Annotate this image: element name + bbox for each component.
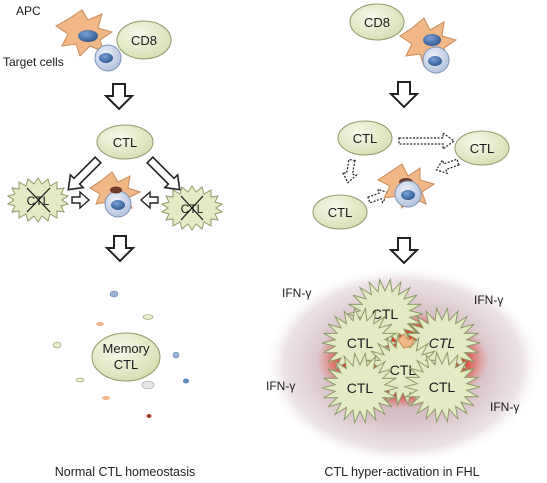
activated-ctl-cell bbox=[403, 350, 481, 424]
ctl-label: CTL bbox=[328, 205, 353, 220]
caption-right: CTL hyper-activation in FHL bbox=[324, 465, 479, 479]
ctl-cell-center: CTL bbox=[96, 124, 154, 160]
down-arrow-icon bbox=[388, 237, 420, 265]
dotted-arrow-horizontal-icon bbox=[398, 131, 456, 151]
right-arrow-icon bbox=[71, 190, 91, 210]
dotted-arrow-down-icon bbox=[341, 158, 358, 184]
ifn-label-bottom-right: IFN-γ bbox=[490, 400, 519, 414]
left-arrow-icon bbox=[139, 190, 159, 210]
cd8-label-right: CD8 bbox=[364, 15, 390, 30]
diagonal-arrow-left-icon bbox=[67, 156, 102, 191]
cd8-cell-left: CD8 bbox=[116, 20, 172, 60]
apoptotic-debris bbox=[52, 290, 189, 418]
apc-target-complex-right bbox=[377, 163, 436, 209]
memory-label-line2: CTL bbox=[114, 357, 139, 372]
memory-ctl-cell: Memory CTL bbox=[91, 332, 161, 382]
ctl-label: CTL bbox=[372, 306, 399, 322]
ifn-label-top-left: IFN-γ bbox=[282, 286, 311, 300]
ctl-label: CTL bbox=[347, 380, 374, 396]
apc-target-complex-left bbox=[89, 171, 142, 218]
ctl-label: CTL bbox=[390, 362, 417, 378]
dotted-arrow-left-icon bbox=[435, 158, 460, 175]
activated-ctl-cluster: CTL CTL CTL CTL CTL CTL bbox=[321, 277, 481, 425]
memory-label-line1: Memory bbox=[103, 341, 150, 356]
ctl-label: CTL bbox=[347, 335, 374, 351]
down-arrow-icon bbox=[104, 235, 136, 263]
ifn-label-bottom-left: IFN-γ bbox=[266, 379, 295, 393]
cd8-label-left: CD8 bbox=[131, 33, 157, 48]
ctl-spiky-left: CTL bbox=[6, 177, 70, 223]
diagonal-arrow-right-icon bbox=[146, 156, 181, 191]
caption-left: Normal CTL homeostasis bbox=[55, 465, 196, 479]
ctl-cell-right-top: CTL bbox=[337, 120, 393, 156]
down-arrow-icon bbox=[388, 81, 420, 109]
activated-ctl-cell bbox=[321, 351, 399, 425]
apc-target-complex-top bbox=[399, 17, 458, 74]
target-cells-label: Target cells bbox=[3, 55, 64, 69]
ctl-label: CTL bbox=[353, 131, 378, 146]
ctl-label: CTL bbox=[429, 335, 455, 351]
apc-label: APC bbox=[16, 4, 41, 18]
cd8-cell-right: CD8 bbox=[349, 3, 405, 41]
ctl-cell-right-side: CTL bbox=[454, 130, 510, 166]
target-cell bbox=[94, 44, 122, 72]
ctl-label: CTL bbox=[470, 141, 495, 156]
apc-fragment bbox=[397, 333, 415, 349]
ctl-label: CTL bbox=[429, 379, 456, 395]
ctl-cell-right-bottom: CTL bbox=[312, 194, 368, 230]
down-arrow-icon bbox=[103, 83, 135, 111]
ctl-spiky-right: CTL bbox=[160, 185, 224, 231]
ctl-label: CTL bbox=[113, 135, 138, 150]
ifn-label-top-right: IFN-γ bbox=[474, 293, 503, 307]
